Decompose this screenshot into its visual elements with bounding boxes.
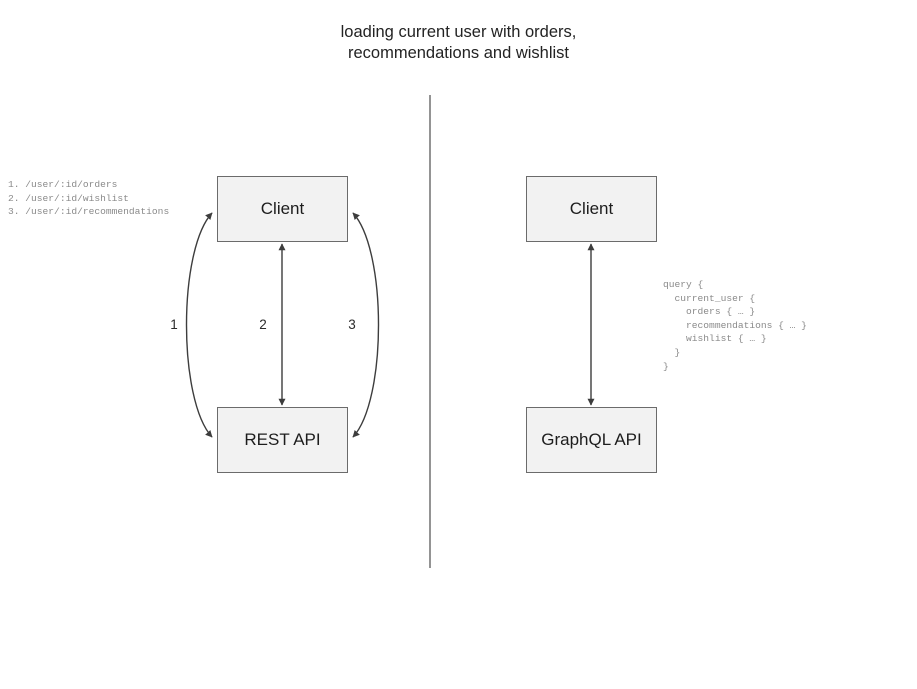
rest-endpoint-list: 1. /user/:id/orders 2. /user/:id/wishlis…	[8, 179, 170, 218]
edge-label-3: 3	[348, 317, 356, 332]
edge-label-2: 2	[259, 317, 267, 332]
edge-3-recommendations	[352, 212, 380, 438]
node-graphql-api[interactable]: GraphQL API	[526, 407, 657, 473]
node-client-rest[interactable]: Client	[217, 176, 348, 242]
node-rest-api[interactable]: REST API	[217, 407, 348, 473]
node-client-graphql[interactable]: Client	[526, 176, 657, 242]
edge-label-1: 1	[170, 317, 178, 332]
edge-1-orders	[185, 212, 213, 438]
page-title: loading current user with orders, recomm…	[340, 23, 577, 62]
graphql-query-snippet: query { current_user { orders { … } reco…	[663, 279, 807, 372]
